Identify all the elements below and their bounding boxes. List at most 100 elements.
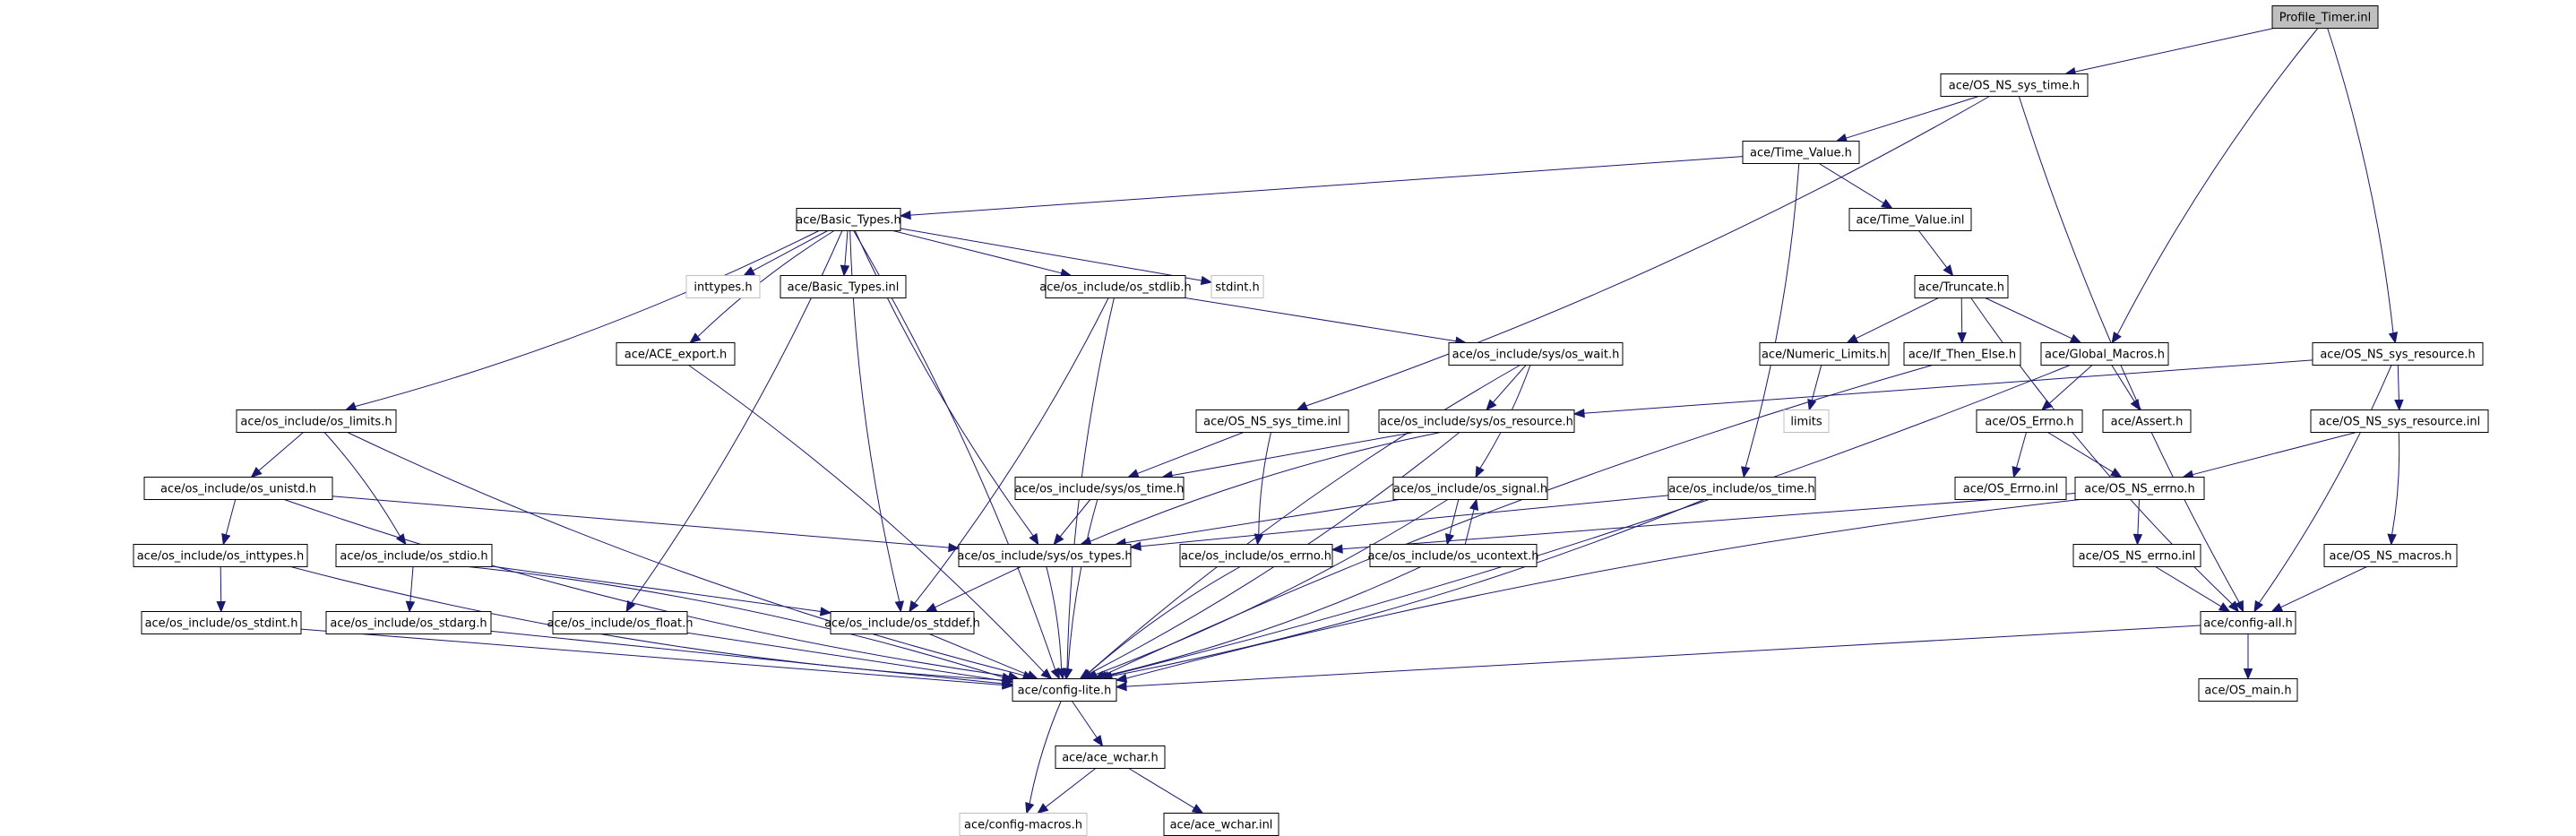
node-box[interactable] — [830, 611, 975, 634]
node-numeric-limits-h[interactable]: ace/Numeric_Limits.h — [1759, 342, 1890, 366]
node-os-stdint-h[interactable]: ace/os_include/os_stdint.h — [141, 611, 302, 634]
arrowhead-icon — [1296, 401, 1309, 411]
node-limits[interactable]: limits — [1783, 409, 1830, 433]
node-os-wait-h[interactable]: ace/os_include/sys/os_wait.h — [1448, 342, 1624, 366]
node-time-value-inl[interactable]: ace/Time_Value.inl — [1848, 208, 1972, 231]
node-box[interactable] — [325, 611, 492, 634]
node-box[interactable] — [1163, 813, 1279, 836]
node-box[interactable] — [1667, 477, 1816, 500]
node-box[interactable] — [143, 477, 333, 500]
node-os-ns-sys-time-inl[interactable]: ace/OS_NS_sys_time.inl — [1195, 409, 1349, 433]
node-ace-wchar-h[interactable]: ace/ace_wchar.h — [1055, 746, 1166, 769]
node-assert-h[interactable]: ace/Assert.h — [2102, 409, 2192, 433]
node-box[interactable] — [2072, 544, 2201, 567]
node-box[interactable] — [1179, 544, 1333, 567]
node-box[interactable] — [1014, 477, 1185, 500]
node-os-ns-sys-time-h[interactable]: ace/OS_NS_sys_time.h — [1940, 73, 2089, 97]
node-basic-types-h[interactable]: ace/Basic_Types.h — [796, 208, 901, 231]
node-box[interactable] — [1848, 208, 1972, 231]
node-box[interactable] — [1954, 477, 2067, 500]
node-box[interactable] — [1012, 678, 1117, 702]
node-os-float-h[interactable]: ace/os_include/os_float.h — [547, 611, 694, 634]
edge-line — [1045, 768, 1097, 808]
node-os-stddef-h[interactable]: ace/os_include/os_stddef.h — [824, 611, 980, 634]
node-box[interactable] — [616, 342, 736, 366]
node-os-stdlib-h[interactable]: ace/os_include/os_stdlib.h — [1039, 275, 1192, 298]
node-box[interactable] — [1742, 141, 1860, 164]
node-os-ns-errno-h[interactable]: ace/OS_NS_errno.h — [2074, 477, 2205, 500]
node-box[interactable] — [2200, 611, 2296, 634]
node-stdint-h[interactable]: stdint.h — [1210, 275, 1264, 298]
arrowhead-icon — [894, 600, 904, 613]
node-box[interactable] — [2074, 477, 2205, 500]
edges-layer — [216, 28, 2404, 814]
node-global-macros-h[interactable]: ace/Global_Macros.h — [2040, 342, 2169, 366]
node-os-main-h[interactable]: ace/OS_main.h — [2198, 678, 2298, 702]
node-box[interactable] — [1903, 342, 2021, 366]
node-os-types-h[interactable]: ace/os_include/sys/os_types.h — [957, 544, 1133, 567]
node-box[interactable] — [1045, 275, 1186, 298]
node-os-ns-sys-resource-h[interactable]: ace/OS_NS_sys_resource.h — [2312, 342, 2484, 366]
node-box[interactable] — [1210, 275, 1264, 298]
node-config-lite-h[interactable]: ace/config-lite.h — [1012, 678, 1117, 702]
node-os-time-h[interactable]: ace/os_include/os_time.h — [1667, 477, 1816, 500]
node-box[interactable] — [2102, 409, 2192, 433]
node-ace-export-h[interactable]: ace/ACE_export.h — [616, 342, 736, 366]
node-box[interactable] — [236, 409, 397, 433]
node-box[interactable] — [1055, 746, 1166, 769]
node-box[interactable] — [2198, 678, 2298, 702]
node-label: ace/os_include/os_stdarg.h — [330, 617, 487, 631]
node-box[interactable] — [1759, 342, 1890, 366]
node-box[interactable] — [1783, 409, 1830, 433]
node-box[interactable] — [1392, 477, 1548, 500]
node-box[interactable] — [1940, 73, 2089, 97]
node-box[interactable] — [796, 208, 901, 231]
node-os-resource-h[interactable]: ace/os_include/sys/os_resource.h — [1378, 409, 1575, 433]
node-box[interactable] — [1448, 342, 1624, 366]
node-os-errno-h[interactable]: ace/OS_Errno.h — [1976, 409, 2083, 433]
node-profile-timer-inl[interactable]: Profile_Timer.inl — [2271, 5, 2379, 29]
node-os-ns-sys-resource-inl[interactable]: ace/OS_NS_sys_resource.inl — [2310, 409, 2489, 433]
node-sys-os-time-h[interactable]: ace/os_include/sys/os_time.h — [1014, 477, 1185, 500]
node-box[interactable] — [1195, 409, 1349, 433]
arrowhead-icon — [2394, 399, 2404, 411]
node-box[interactable] — [335, 544, 493, 567]
node-os-ucontext-h[interactable]: ace/os_include/os_ucontext.h — [1367, 544, 1539, 567]
node-os-ns-errno-inl[interactable]: ace/OS_NS_errno.inl — [2072, 544, 2201, 567]
node-box[interactable] — [1369, 544, 1538, 567]
node-config-all-h[interactable]: ace/config-all.h — [2200, 611, 2296, 634]
node-os-inttypes-h[interactable]: ace/os_include/os_inttypes.h — [133, 544, 308, 567]
node-box[interactable] — [1976, 409, 2083, 433]
node-box[interactable] — [685, 275, 761, 298]
node-basic-types-inl[interactable]: ace/Basic_Types.inl — [780, 275, 907, 298]
node-os-ns-macros-h[interactable]: ace/OS_NS_macros.h — [2323, 544, 2458, 567]
node-box[interactable] — [133, 544, 308, 567]
edge-line — [2048, 365, 2093, 404]
node-os-errno-inl[interactable]: ace/OS_Errno.inl — [1954, 477, 2067, 500]
node-time-value-h[interactable]: ace/Time_Value.h — [1742, 141, 1860, 164]
node-ace-wchar-inl[interactable]: ace/ace_wchar.inl — [1163, 813, 1279, 836]
node-box[interactable] — [141, 611, 302, 634]
node-os-signal-h[interactable]: ace/os_include/os_signal.h — [1392, 477, 1548, 500]
node-box[interactable] — [780, 275, 907, 298]
node-box[interactable] — [1914, 275, 2009, 298]
node-os-stdarg-h[interactable]: ace/os_include/os_stdarg.h — [325, 611, 492, 634]
node-box[interactable] — [2323, 544, 2458, 567]
node-box[interactable] — [959, 813, 1088, 836]
node-box[interactable] — [552, 611, 688, 634]
node-box[interactable] — [2271, 5, 2379, 29]
node-inttypes-h[interactable]: inttypes.h — [685, 275, 761, 298]
node-box[interactable] — [2312, 342, 2484, 366]
node-os-include-errno-h[interactable]: ace/os_include/os_errno.h — [1179, 544, 1333, 567]
node-if-then-else-h[interactable]: ace/If_Then_Else.h — [1903, 342, 2021, 366]
node-os-stdio-h[interactable]: ace/os_include/os_stdio.h — [335, 544, 493, 567]
node-box[interactable] — [1378, 409, 1575, 433]
node-os-unistd-h[interactable]: ace/os_include/os_unistd.h — [143, 477, 333, 500]
node-truncate-h[interactable]: ace/Truncate.h — [1914, 275, 2009, 298]
node-config-macros-h[interactable]: ace/config-macros.h — [959, 813, 1088, 836]
node-box[interactable] — [958, 544, 1132, 567]
node-box[interactable] — [2040, 342, 2169, 366]
arrowhead-icon — [1486, 399, 1497, 411]
node-os-limits-h[interactable]: ace/os_include/os_limits.h — [236, 409, 397, 433]
node-box[interactable] — [2310, 409, 2489, 433]
